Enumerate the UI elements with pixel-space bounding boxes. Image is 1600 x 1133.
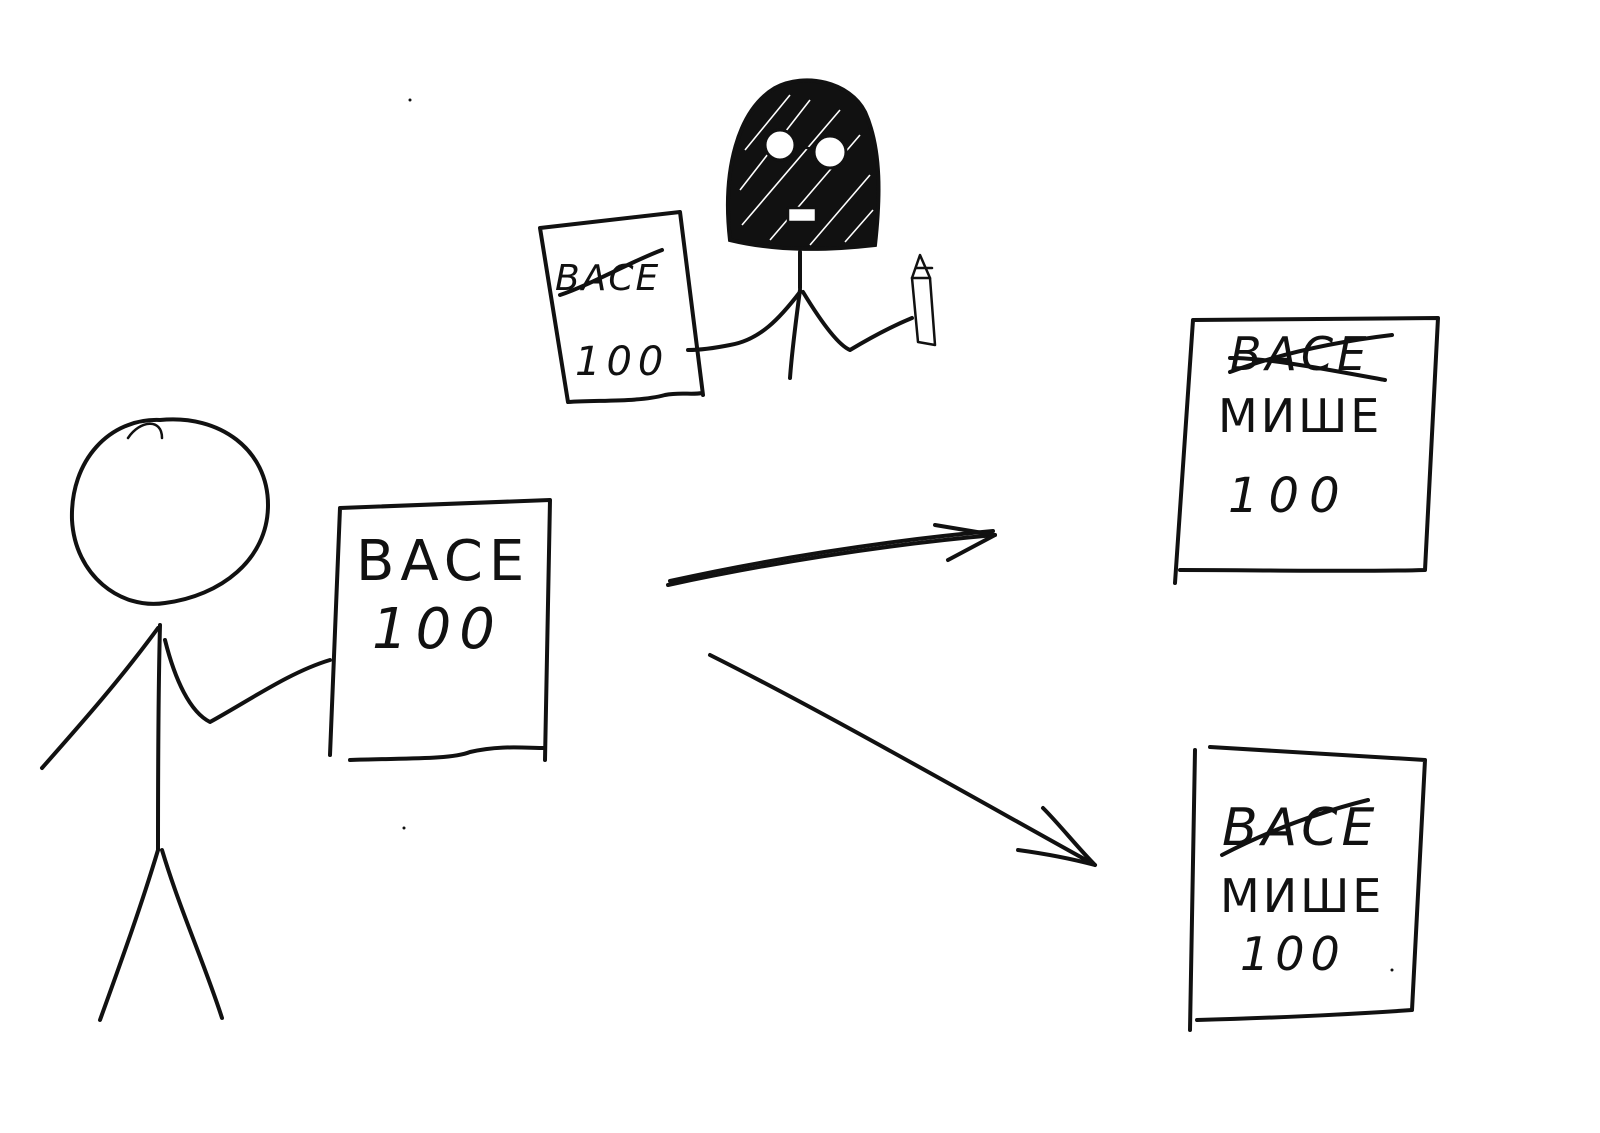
holder-left-arm xyxy=(40,626,160,770)
document-original-frame xyxy=(328,498,552,762)
document-copy-2-amount: 100 xyxy=(1240,927,1346,981)
document-copy-1-strike xyxy=(1228,333,1394,382)
forger-glasses-right xyxy=(812,134,848,170)
document-original-name: BACE xyxy=(356,529,530,594)
ink-speck xyxy=(1390,968,1394,972)
arrow-to-copy-1 xyxy=(666,523,997,587)
forger-right-arm xyxy=(801,290,914,352)
arrow-to-copy-2 xyxy=(708,653,1097,867)
document-copy-2-crossed-name: BACE xyxy=(1222,798,1378,858)
holder-hair-curl xyxy=(126,422,164,440)
ink-speck xyxy=(408,98,412,102)
holder-body xyxy=(156,623,162,852)
document-copy-1-amount: 100 xyxy=(1228,468,1350,524)
holder-head xyxy=(69,417,270,606)
forger-figure xyxy=(686,78,937,380)
pen-icon xyxy=(910,253,937,347)
document-copy-2-frame xyxy=(1188,745,1427,1032)
holder-right-leg xyxy=(160,848,224,1020)
document-being-edited-strike xyxy=(558,248,664,297)
forger-body xyxy=(788,288,802,380)
document-being-edited-frame xyxy=(538,210,705,404)
forger-glasses-bridge xyxy=(793,144,816,151)
holder-left-leg xyxy=(98,848,160,1022)
document-copy-2-strike xyxy=(1220,798,1370,857)
document-original: BACE 100 xyxy=(328,498,552,762)
document-copy-1-new-name: МИШЕ xyxy=(1218,389,1382,443)
stick-figure-holder xyxy=(40,417,332,1022)
forger-glasses-left xyxy=(763,128,797,162)
document-original-amount: 100 xyxy=(372,597,503,662)
document-copy-1: BACE МИШЕ 100 xyxy=(1173,316,1440,585)
forger-hood xyxy=(726,78,881,251)
document-copy-2-new-name: МИШЕ xyxy=(1220,869,1384,923)
document-copy-2: BACE МИШЕ 100 xyxy=(1188,745,1427,1032)
document-copy-1-frame xyxy=(1173,316,1440,585)
forger-mouth xyxy=(786,206,818,224)
ink-speck xyxy=(402,826,406,830)
document-being-edited: BACE 100 xyxy=(538,210,705,404)
holder-right-arm xyxy=(163,638,332,724)
document-being-edited-amount: 100 xyxy=(575,339,669,385)
forger-left-arm xyxy=(686,290,802,352)
